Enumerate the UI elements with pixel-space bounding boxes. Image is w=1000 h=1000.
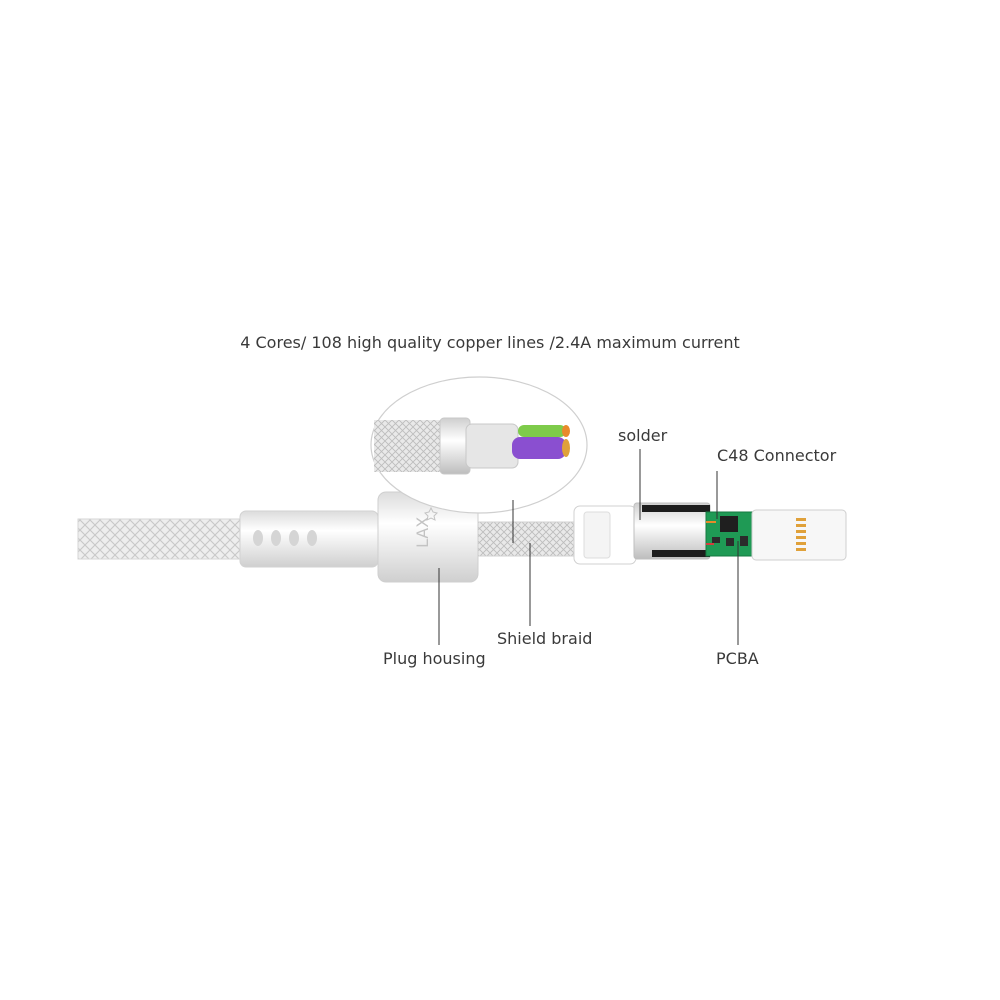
label-solder: solder [618, 426, 668, 445]
solder-slot [652, 550, 710, 557]
relief-hole [271, 530, 281, 546]
inset-sheath [465, 423, 519, 469]
relief-hole [289, 530, 299, 546]
core-orange-end [562, 425, 570, 437]
solder-slot [642, 505, 710, 512]
pcba-chip [720, 516, 738, 532]
label-pcba: PCBA [716, 649, 759, 668]
gold-contacts [796, 518, 806, 551]
headline: 4 Cores/ 108 high quality copper lines /… [240, 333, 740, 352]
label-shield-braid: Shield braid [497, 629, 593, 648]
core-green [518, 425, 566, 437]
core-purple [512, 437, 566, 459]
label-plug-housing: Plug housing [383, 649, 486, 668]
pcba-component [740, 536, 748, 546]
lax-logo: LAX [413, 517, 432, 548]
cores-magnifier [370, 376, 588, 514]
braided-cable [77, 518, 249, 560]
core-purple-end [562, 439, 570, 457]
relief-hole [307, 530, 317, 546]
c48-connector [751, 509, 847, 561]
inner-sleeve-rib [583, 511, 611, 559]
relief-hole [253, 530, 263, 546]
star-icon [424, 506, 438, 521]
label-c48-connector: C48 Connector [717, 446, 837, 465]
pcba-component [726, 538, 734, 546]
lax-logo-text: LAX [413, 517, 432, 548]
pcba-component [712, 537, 720, 543]
shield-braid [477, 521, 581, 557]
